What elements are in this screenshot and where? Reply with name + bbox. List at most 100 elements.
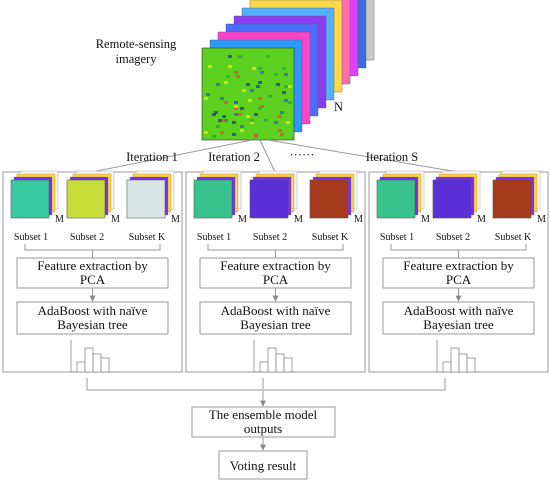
pca-line-2: PCA	[263, 272, 289, 287]
band-texture	[250, 119, 254, 122]
band-texture	[228, 55, 232, 58]
subset-thumbnail	[376, 179, 416, 219]
band-texture	[212, 113, 216, 116]
band-texture	[278, 115, 282, 118]
band-texture	[214, 111, 218, 114]
subset-bracket	[207, 244, 344, 251]
band-texture	[204, 97, 208, 100]
subset-label: Subset K	[495, 232, 532, 243]
connector-iter-1	[86, 378, 262, 391]
band-texture	[286, 121, 290, 124]
pca-line-2: PCA	[80, 272, 106, 287]
band-texture	[288, 101, 292, 104]
band-texture	[266, 55, 270, 58]
band-texture	[264, 119, 268, 122]
band-texture	[284, 85, 288, 88]
histogram-bar	[283, 357, 293, 373]
band-texture	[250, 121, 254, 124]
pca-box	[382, 257, 535, 289]
ensemble-box	[191, 406, 336, 438]
subset-m-label: M	[354, 214, 363, 225]
subset-thumbnail	[309, 179, 349, 219]
subset-m-label: M	[238, 214, 247, 225]
subset-label: Subset 2	[253, 232, 287, 243]
adaboost-box	[16, 301, 169, 335]
histogram-bar	[84, 347, 94, 373]
band-texture	[222, 115, 226, 118]
adaboost-box	[199, 301, 352, 335]
imagery-title-line-1: Remote-sensing	[96, 37, 177, 51]
band-texture	[232, 133, 236, 136]
subset-m-label: M	[477, 214, 486, 225]
subset-thumbnail	[193, 179, 233, 219]
band-texture	[224, 101, 228, 104]
adaboost-line-2: Bayesian tree	[240, 317, 311, 332]
histogram-bar	[92, 353, 102, 373]
subset-thumbnail	[66, 179, 106, 219]
band-texture	[258, 107, 262, 110]
band-texture	[222, 119, 226, 122]
band-texture	[282, 67, 286, 70]
band-texture	[234, 105, 238, 108]
band-texture	[276, 83, 280, 86]
band-texture	[288, 85, 292, 88]
band-texture	[274, 73, 278, 76]
iteration-s-label: Iteration S	[366, 150, 418, 164]
band-texture	[228, 65, 232, 68]
band-texture	[238, 113, 242, 116]
imagery-title-line-2: imagery	[116, 52, 158, 66]
subset-m-label: M	[111, 214, 120, 225]
band-texture	[260, 105, 264, 108]
subset-m-label: M	[171, 214, 180, 225]
histogram-bar	[275, 353, 285, 373]
histogram-bar	[466, 357, 476, 373]
band-texture	[220, 97, 224, 100]
subset-thumbnail	[10, 179, 50, 219]
band-texture	[240, 125, 244, 128]
subset-label: Subset 1	[14, 232, 48, 243]
band-texture	[226, 75, 230, 78]
band-texture	[280, 111, 284, 114]
band-texture	[254, 135, 258, 138]
pca-line-2: PCA	[446, 272, 472, 287]
voting-box	[218, 450, 308, 480]
band-texture	[240, 129, 244, 132]
band-texture	[248, 99, 252, 102]
band-count-label: N	[334, 100, 343, 114]
band-texture	[208, 65, 212, 68]
band-texture	[238, 55, 242, 58]
band-stack	[201, 0, 375, 141]
band-texture	[224, 81, 228, 84]
iteration-1-label: Iteration 1	[126, 150, 178, 164]
subset-label: Subset K	[129, 232, 166, 243]
band-texture	[258, 97, 262, 100]
band-texture	[256, 85, 260, 88]
histogram-bar	[267, 347, 277, 373]
subset-label: Subset 1	[197, 232, 231, 243]
band-texture	[240, 107, 244, 110]
band-texture	[254, 113, 258, 116]
band-texture	[216, 83, 220, 86]
adaboost-line-2: Bayesian tree	[423, 317, 494, 332]
band-texture	[234, 71, 238, 74]
split-line-1	[91, 139, 253, 173]
subset-bracket	[390, 244, 527, 251]
pca-line-1: Feature extraction by	[220, 258, 331, 273]
adaboost-line-1: AdaBoost with naïve	[221, 303, 331, 318]
iteration-panels: M Subset 1 M Subset 2 M Subset K Feature extra…	[2, 170, 549, 373]
band-texture	[234, 113, 238, 116]
iteration-2-label: Iteration 2	[208, 150, 260, 164]
band-texture	[254, 133, 258, 136]
band-texture	[274, 121, 278, 124]
band-texture	[234, 101, 238, 104]
pca-box	[199, 257, 352, 289]
band-texture	[268, 95, 272, 98]
band-texture	[220, 131, 224, 134]
band-texture	[280, 133, 284, 136]
subset-bracket	[24, 244, 161, 251]
ensemble-line-2: outputs	[244, 421, 282, 436]
adaboost-box	[382, 301, 535, 335]
band-texture	[234, 107, 238, 110]
